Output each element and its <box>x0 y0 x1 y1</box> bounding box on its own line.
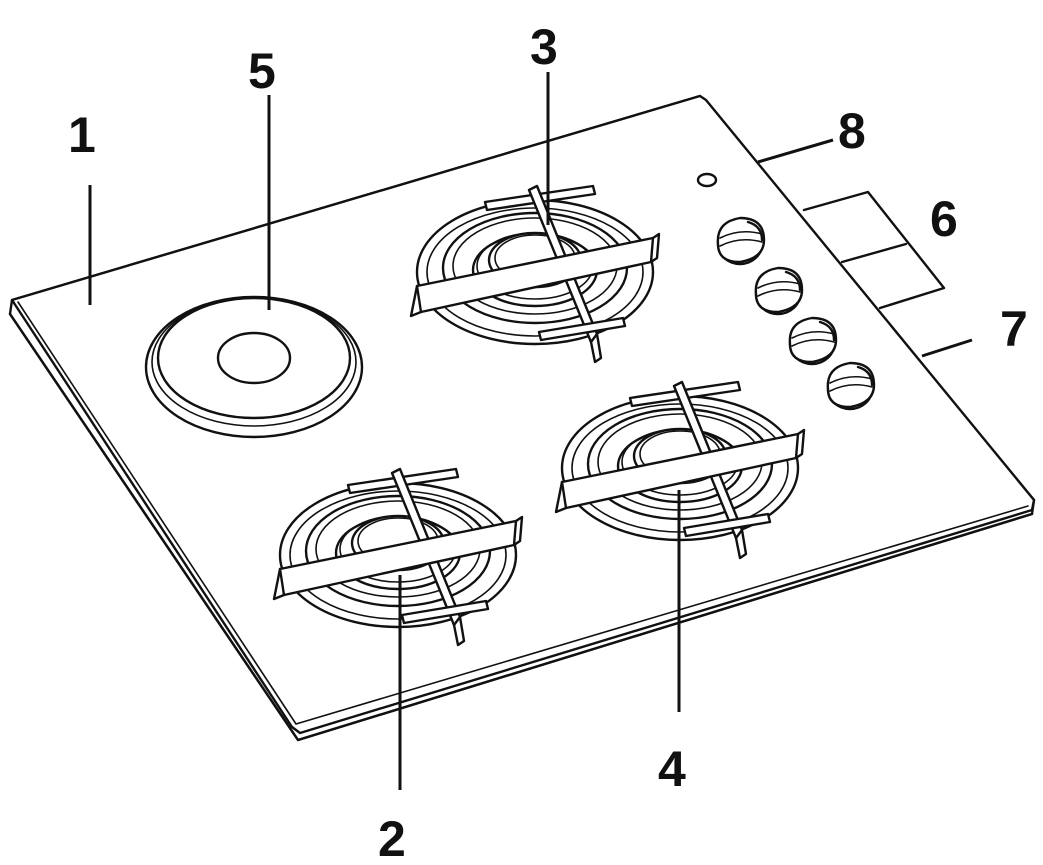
indicator-light <box>696 172 718 188</box>
knob-4 <box>826 361 876 411</box>
callout-labels: 1 5 3 8 6 7 4 2 <box>68 19 1028 865</box>
side-panel <box>802 190 946 310</box>
callout-4: 4 <box>658 741 686 797</box>
callout-2: 2 <box>378 811 406 865</box>
hob-plate <box>8 94 1036 742</box>
callout-7: 7 <box>1000 301 1028 357</box>
leader-lines <box>88 72 973 790</box>
knob-1 <box>716 216 766 266</box>
knob-2 <box>754 266 804 316</box>
callout-6: 6 <box>930 191 958 247</box>
callout-5: 5 <box>248 43 276 99</box>
knob-3 <box>788 316 838 366</box>
electric-hotplate <box>144 295 364 439</box>
callout-8: 8 <box>838 103 866 159</box>
callout-3: 3 <box>530 19 558 75</box>
callout-1: 1 <box>68 107 96 163</box>
